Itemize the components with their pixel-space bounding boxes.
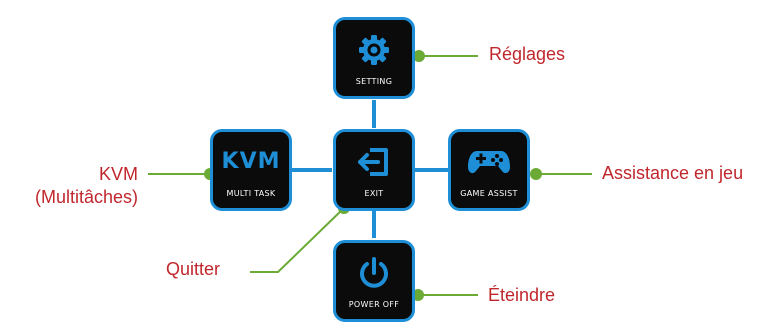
- gamepad-icon: [451, 142, 527, 182]
- game-assist-label: GAME ASSIST: [460, 189, 518, 198]
- callout-kvm-line2: (Multitâches): [34, 186, 138, 207]
- callout-setting: Réglages: [489, 44, 566, 64]
- gear-icon: [336, 30, 412, 70]
- power-off-button[interactable]: POWER OFF: [333, 240, 415, 322]
- callout-kvm: KVM (Multitâches): [2, 163, 138, 208]
- exit-button[interactable]: EXIT: [333, 129, 415, 211]
- leader-exit: [250, 207, 345, 273]
- kvm-glyph: KVM: [221, 149, 281, 174]
- power-off-label: POWER OFF: [348, 300, 400, 309]
- leader-dot-setting: [413, 50, 425, 62]
- multi-task-label: MULTI TASK: [226, 189, 276, 198]
- power-icon: [336, 253, 412, 293]
- setting-label: SETTING: [355, 77, 393, 86]
- kvm-icon: KVM: [213, 142, 289, 182]
- setting-button[interactable]: SETTING: [333, 17, 415, 99]
- leader-dot-power: [412, 289, 424, 301]
- game-assist-button[interactable]: GAME ASSIST: [448, 129, 530, 211]
- callout-exit: Quitter: [166, 259, 221, 279]
- leader-dot-game: [530, 168, 542, 180]
- multi-task-button[interactable]: KVM MULTI TASK: [210, 129, 292, 211]
- exit-label: EXIT: [364, 189, 384, 198]
- callout-power-off: Éteindre: [488, 285, 556, 305]
- callout-game-assist: Assistance en jeu: [602, 163, 744, 183]
- callout-kvm-line1: KVM: [98, 164, 138, 184]
- exit-icon: [336, 142, 412, 182]
